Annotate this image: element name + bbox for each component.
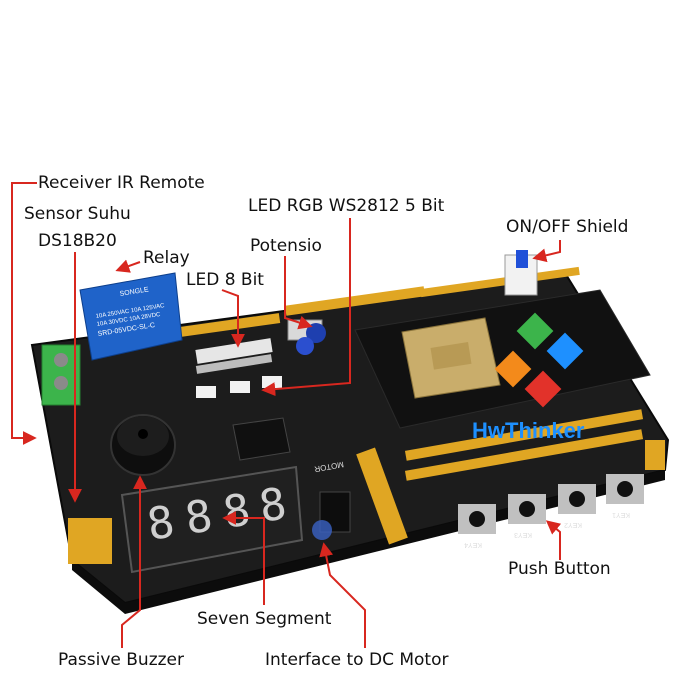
label-potensio: Potensio (250, 236, 322, 256)
label-sensor-suhu-line2: DS18B20 (38, 231, 117, 251)
push-buttons: KEY4 KEY3 KEY2 KEY1 (458, 474, 644, 548)
label-passive-buzzer: Passive Buzzer (58, 650, 184, 670)
label-sensor-suhu-line1: Sensor Suhu (24, 204, 131, 224)
key4-label: KEY4 (464, 541, 482, 548)
pointer-on-off (532, 240, 561, 263)
shift-register-ic (232, 417, 291, 461)
header-pins-left (68, 518, 112, 564)
led-8bit-array (195, 338, 273, 374)
label-led-8bit: LED 8 Bit (186, 270, 264, 290)
pointer-dc-motor (319, 542, 366, 648)
push-button-key4: KEY4 (458, 504, 496, 548)
on-off-switch (504, 250, 538, 296)
pointer-passive-buzzer (121, 475, 147, 648)
label-dc-motor: Interface to DC Motor (265, 650, 449, 670)
pointer-push-button (545, 520, 562, 560)
motor-highlight (312, 520, 332, 540)
label-receiver-ir: Receiver IR Remote (38, 173, 205, 193)
push-button-key3: KEY3 (508, 494, 546, 538)
header-pins-middle (356, 447, 408, 545)
push-button-key1: KEY1 (606, 474, 644, 518)
terminal-block (41, 344, 81, 406)
pointer-seven-segment (222, 511, 265, 605)
push-button-key2: KEY2 (558, 484, 596, 528)
pointer-receiver-ir (11, 182, 37, 445)
pointer-led-8bit (221, 289, 245, 348)
label-seven-segment: Seven Segment (197, 609, 332, 629)
esp32-chip-label (430, 342, 472, 370)
label-led-rgb: LED RGB WS2812 5 Bit (248, 196, 445, 216)
header-pins-top (179, 266, 644, 481)
seven-segment-display: 8 8 8 8 (120, 465, 304, 574)
key2-label: KEY2 (564, 521, 582, 528)
key1-label: KEY1 (612, 511, 630, 518)
key3-label: KEY3 (514, 531, 532, 538)
relay: SONGLE 10A 250VAC 10A 125VAC 10A 30VDC 1… (79, 272, 183, 361)
brand-text: HwThinker (472, 418, 585, 443)
pointer-potensio (284, 256, 313, 330)
label-push-button: Push Button (508, 559, 611, 579)
motor-driver-area: MOTOR (312, 460, 351, 540)
pointer-lines (11, 182, 562, 648)
passive-buzzer (110, 414, 176, 476)
label-relay: Relay (143, 248, 190, 268)
pointer-led-rgb (261, 218, 351, 397)
pointer-relay (115, 259, 141, 273)
brand-logo (494, 312, 584, 408)
rgb-leds (196, 376, 282, 398)
label-on-off: ON/OFF Shield (506, 217, 629, 237)
relay-brand: SONGLE (119, 286, 149, 298)
header-pins-right (645, 440, 665, 470)
